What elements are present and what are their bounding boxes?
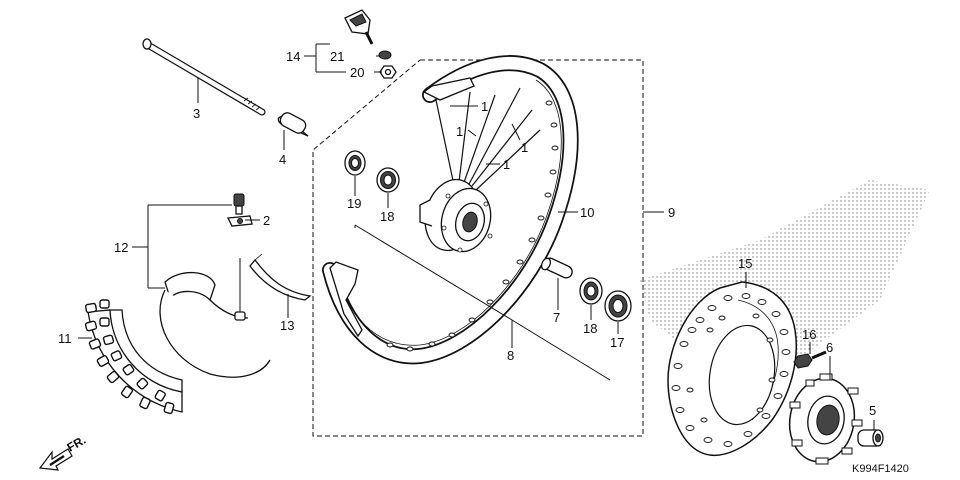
bearing-left bbox=[376, 167, 400, 193]
rim-band bbox=[249, 253, 312, 301]
dust-seal-right bbox=[604, 290, 632, 322]
wheel-hub bbox=[419, 178, 493, 253]
label-part-20: 20 bbox=[350, 65, 364, 80]
dust-seal-left bbox=[344, 150, 366, 176]
rim-lock-valve bbox=[344, 9, 397, 79]
pulser-ring bbox=[788, 373, 863, 465]
front-axle bbox=[142, 38, 266, 116]
diagram-code: K994F1420 bbox=[852, 463, 909, 475]
label-part-16: 16 bbox=[802, 327, 816, 342]
label-part-18-right: 18 bbox=[583, 321, 597, 336]
label-part-12: 12 bbox=[114, 240, 128, 255]
label-part-3: 3 bbox=[193, 106, 200, 121]
label-part-18-left: 18 bbox=[380, 209, 394, 224]
label-part-15: 15 bbox=[738, 256, 752, 271]
label-part-5: 5 bbox=[869, 403, 876, 418]
brake-disc bbox=[667, 281, 798, 456]
label-part-2: 2 bbox=[263, 213, 270, 228]
label-part-4: 4 bbox=[279, 152, 286, 167]
label-part-14: 14 bbox=[286, 49, 300, 64]
tire bbox=[84, 299, 183, 415]
collar bbox=[277, 112, 309, 137]
label-part-11: 11 bbox=[58, 331, 72, 346]
label-part-6: 6 bbox=[826, 340, 833, 355]
label-part-9: 9 bbox=[668, 205, 675, 220]
label-part-19: 19 bbox=[347, 196, 361, 211]
disc-bolt bbox=[793, 350, 827, 369]
label-part-8: 8 bbox=[507, 348, 514, 363]
wheel-rim bbox=[322, 55, 579, 365]
label-part-1c: 1 bbox=[521, 140, 528, 155]
distance-collar bbox=[540, 257, 573, 279]
label-part-1b: 1 bbox=[456, 124, 463, 139]
label-part-10: 10 bbox=[580, 205, 594, 220]
label-part-13: 13 bbox=[280, 318, 294, 333]
side-collar bbox=[857, 429, 884, 447]
spokes bbox=[435, 87, 541, 191]
bearing-right bbox=[579, 277, 603, 305]
label-part-1d: 1 bbox=[503, 157, 510, 172]
label-part-7: 7 bbox=[553, 310, 560, 325]
label-part-1a: 1 bbox=[481, 99, 488, 114]
label-part-17: 17 bbox=[610, 335, 624, 350]
tube-valve bbox=[226, 193, 253, 227]
inner-tube bbox=[159, 271, 271, 378]
leader-lines bbox=[78, 43, 875, 430]
label-part-21: 21 bbox=[330, 49, 344, 64]
wheel-assembly-outline bbox=[312, 59, 644, 437]
front-direction-arrow-icon bbox=[38, 448, 73, 471]
